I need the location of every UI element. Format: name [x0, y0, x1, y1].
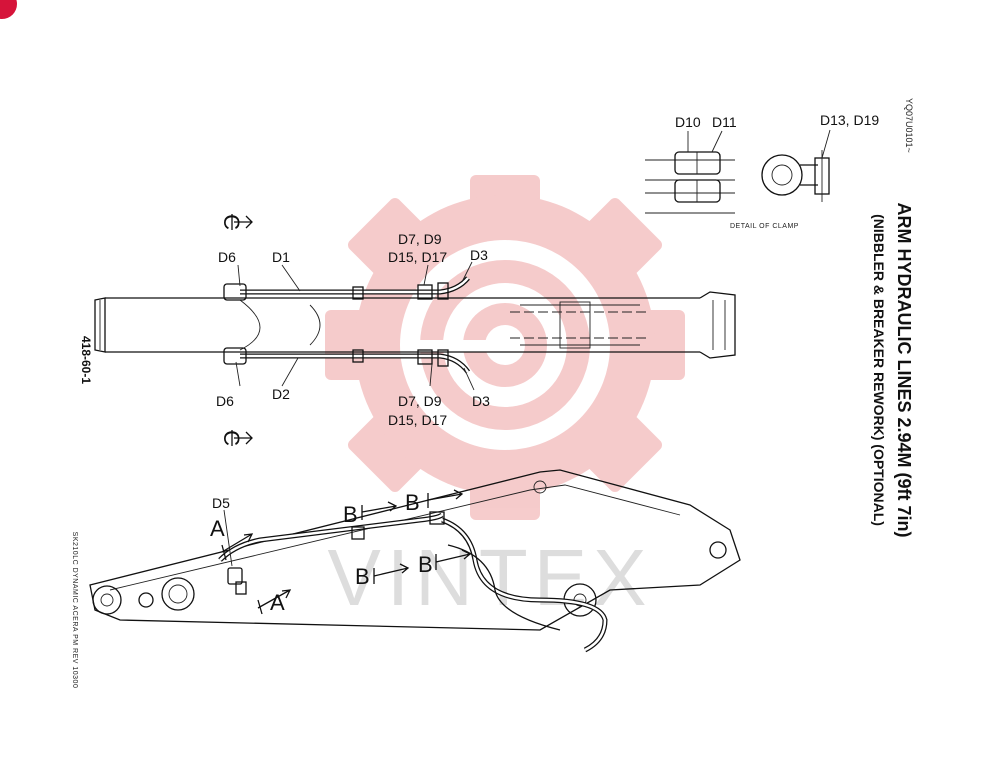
label-d1: D1 [272, 249, 290, 265]
section-marker-b2: B [405, 490, 420, 515]
section-marker-b1: B [343, 502, 358, 527]
diagram-title: ARM HYDRAULIC LINES 2.94M (9ft 7in) [894, 202, 914, 537]
watermark-gear-icon [325, 175, 685, 520]
label-d6-bottom: D6 [216, 393, 234, 409]
page-number: 418-60-1 [79, 336, 93, 384]
label-d6-top: D6 [218, 249, 236, 265]
label-d5: D5 [212, 495, 230, 511]
section-marker-b4: B [418, 552, 433, 577]
clamp-detail: D10 D11 D13, D19 DETAIL OF CLAMP [645, 112, 879, 230]
section-arrow-icon [427, 489, 464, 501]
section-marker-b3: B [355, 564, 370, 589]
section-marker-a2: A [270, 590, 285, 615]
label-d3-bottom: D3 [472, 393, 490, 409]
section-arrow-icon [435, 549, 472, 563]
label-d15-d17-bottom: D15, D17 [388, 412, 447, 428]
clamp-detail-caption: DETAIL OF CLAMP [730, 223, 799, 230]
label-d3-top: D3 [470, 247, 488, 263]
corner-marker-icon [0, 0, 17, 19]
diagram-subtitle: (NIBBLER & BREAKER REWORK) (OPTIONAL) [871, 214, 887, 526]
section-marker-a1: A [210, 516, 225, 541]
footer-code: SK210LC DYNAMIC ACERA PM REV 10300 [71, 532, 78, 689]
section-arrow-icon [373, 563, 410, 577]
label-d15-d17-top: D15, D17 [388, 249, 447, 265]
section-arrow-icon [231, 430, 253, 446]
clamp-label-d13-d19: D13, D19 [820, 112, 879, 128]
label-d7-d9-bottom: D7, D9 [398, 393, 442, 409]
clamp-label-d10: D10 [675, 114, 701, 130]
section-arrow-icon [361, 501, 398, 513]
figure-code: YQ07U0101~ [904, 98, 914, 153]
arm-side-view: D5 A A B B B B [89, 469, 741, 653]
section-arrow-icon [221, 533, 254, 553]
clamp-label-d11: D11 [712, 114, 737, 130]
label-d7-d9-top: D7, D9 [398, 231, 442, 247]
label-d2: D2 [272, 386, 290, 402]
arm-top-view: D6 D1 D7, D9 D15, D17 D3 D6 D2 D7, D9 D1… [94, 214, 736, 446]
section-arrow-icon [231, 214, 253, 230]
watermark-text: VINTEX [328, 533, 653, 622]
section-arrow-icon [257, 589, 292, 609]
